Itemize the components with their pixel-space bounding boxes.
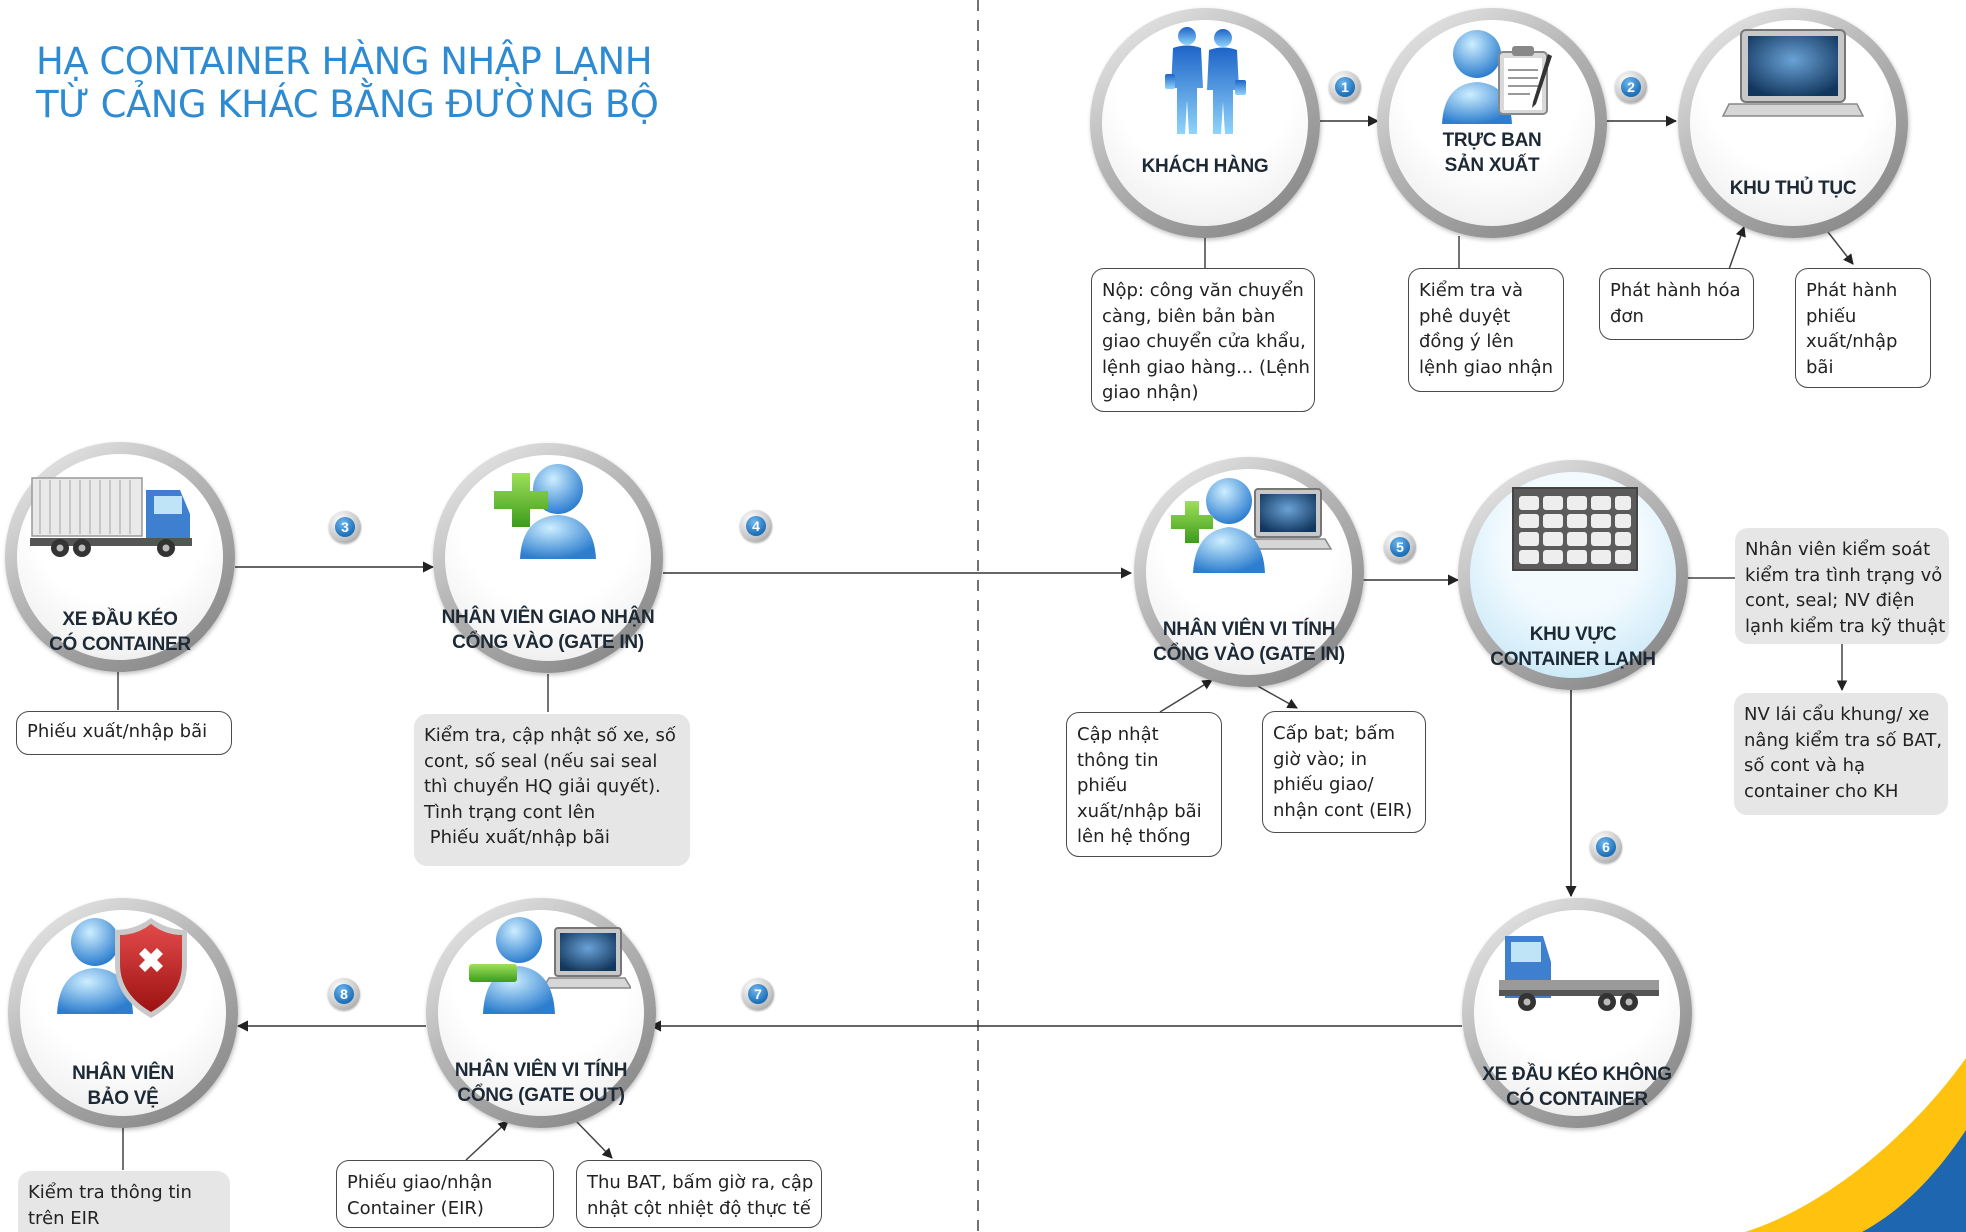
truck-without-container-icon <box>1487 906 1667 1026</box>
arrow-cap-nhat <box>1159 679 1213 713</box>
step-badge-2: 2 <box>1615 71 1647 103</box>
step-badge-4: 4 <box>740 510 772 542</box>
note-truc-ban: Kiểm tra và phê duyệt đồng ý lên lệnh gi… <box>1408 268 1564 392</box>
page-title: HẠ CONTAINER HÀNG NHẬP LẠNH TỪ CẢNG KHÁC… <box>36 40 659 126</box>
user-add-icon <box>458 451 638 571</box>
node-nhan-vien-bao-ve: NHÂN VIÊN BẢO VỆ <box>8 898 238 1128</box>
step-badge-5: 5 <box>1384 531 1416 563</box>
node-khu-thu-tuc: KHU THỦ TỤC <box>1678 8 1908 238</box>
node-khach-hang: KHÁCH HÀNG <box>1090 8 1320 238</box>
note-cap-nhat-thong-tin: Cập nhật thông tin phiếu xuất/nhập bãi l… <box>1066 712 1222 857</box>
step-badge-7: 7 <box>742 978 774 1010</box>
brand-corner-blue <box>1862 1130 1966 1232</box>
node-truc-ban-san-xuat: TRỰC BAN SẢN XUẤT <box>1377 8 1607 238</box>
reefer-container-icon <box>1483 468 1663 588</box>
user-remove-computer-icon <box>451 906 631 1026</box>
truck-with-container-icon <box>30 450 210 570</box>
step-badge-3: 3 <box>329 511 361 543</box>
note-kiem-tra-eir: Kiểm tra thông tin trên EIR <box>18 1171 230 1232</box>
node-xe-dau-keo-khong-container: XE ĐẦU KÉO KHÔNG CÓ CONTAINER <box>1462 898 1692 1128</box>
node-nhan-vien-vi-tinh-gate-in: NHÂN VIÊN VI TÍNH CỔNG VÀO (GATE IN) <box>1134 457 1364 687</box>
note-phieu-xuat-nhap-bai: Phiếu xuất/nhập bãi <box>16 711 232 755</box>
note-nv-lai-cau: NV lái cẩu khung/ xe nâng kiểm tra số BA… <box>1734 693 1948 815</box>
note-khach-hang: Nộp: công văn chuyển càng, biên bản bàn … <box>1091 268 1315 412</box>
brand-corner-yellow <box>1745 1058 1966 1232</box>
node-nhan-vien-giao-nhan: NHÂN VIÊN GIAO NHẬN CỔNG VÀO (GATE IN) <box>433 443 663 673</box>
note-phat-hanh-phieu: Phát hành phiếu xuất/nhập bãi <box>1795 268 1931 388</box>
note-thu-bat: Thu BAT, bấm giờ ra, cập nhật cột nhiệt … <box>576 1160 822 1228</box>
node-label: NHÂN VIÊN VI TÍNH CỔNG VÀO (GATE IN) <box>1153 619 1345 665</box>
user-add-computer-icon <box>1159 465 1339 585</box>
step-badge-8: 8 <box>328 978 360 1010</box>
note-kiem-tra-cap-nhat: Kiểm tra, cập nhật số xe, số cont, số se… <box>414 714 690 866</box>
node-label: NHÂN VIÊN BẢO VỆ <box>72 1063 174 1109</box>
node-label: KHU VỰC CONTAINER LẠNH <box>1490 624 1656 670</box>
node-nhan-vien-vi-tinh-gate-out: NHÂN VIÊN VI TÍNH CỔNG (GATE OUT) <box>426 898 656 1128</box>
laptop-icon <box>1703 16 1883 136</box>
user-security-shield-icon <box>33 906 213 1026</box>
step-badge-6: 6 <box>1590 831 1622 863</box>
node-label: KHÁCH HÀNG <box>1141 156 1269 177</box>
arrow-eir-out <box>465 1120 509 1161</box>
node-label: NHÂN VIÊN VI TÍNH CỔNG (GATE OUT) <box>454 1060 628 1106</box>
title-line-2: TỪ CẢNG KHÁC BẰNG ĐƯỜNG BỘ <box>36 83 659 126</box>
arrow-phieu <box>1823 226 1854 265</box>
node-label: XE ĐẦU KÉO CÓ CONTAINER <box>49 609 191 655</box>
user-clipboard-icon <box>1402 16 1582 136</box>
step-badge-1: 1 <box>1329 71 1361 103</box>
node-label: KHU THỦ TỤC <box>1729 178 1857 199</box>
note-phat-hanh-hoa-don: Phát hành hóa đơn <box>1599 268 1754 340</box>
note-nhan-vien-kiem-soat: Nhân viên kiểm soát kiểm tra tình trạng … <box>1735 528 1949 644</box>
node-khu-vuc-container-lanh: KHU VỰC CONTAINER LẠNH <box>1458 460 1688 690</box>
node-label: NHÂN VIÊN GIAO NHẬN CỔNG VÀO (GATE IN) <box>441 607 655 653</box>
note-cap-bat: Cấp bat; bấm giờ vào; in phiếu giao/ nhậ… <box>1262 711 1426 833</box>
arrow-cap-bat <box>1253 683 1298 709</box>
node-xe-dau-keo-co-container: XE ĐẦU KÉO CÓ CONTAINER <box>5 442 235 672</box>
businessmen-icon <box>1115 16 1295 136</box>
node-label: XE ĐẦU KÉO KHÔNG CÓ CONTAINER <box>1482 1064 1672 1110</box>
title-line-1: HẠ CONTAINER HÀNG NHẬP LẠNH <box>36 40 653 83</box>
arrow-thu-bat <box>575 1120 613 1159</box>
note-phieu-giao-nhan-eir: Phiếu giao/nhận Container (EIR) <box>336 1160 554 1228</box>
node-label: TRỰC BAN SẢN XUẤT <box>1442 130 1542 176</box>
